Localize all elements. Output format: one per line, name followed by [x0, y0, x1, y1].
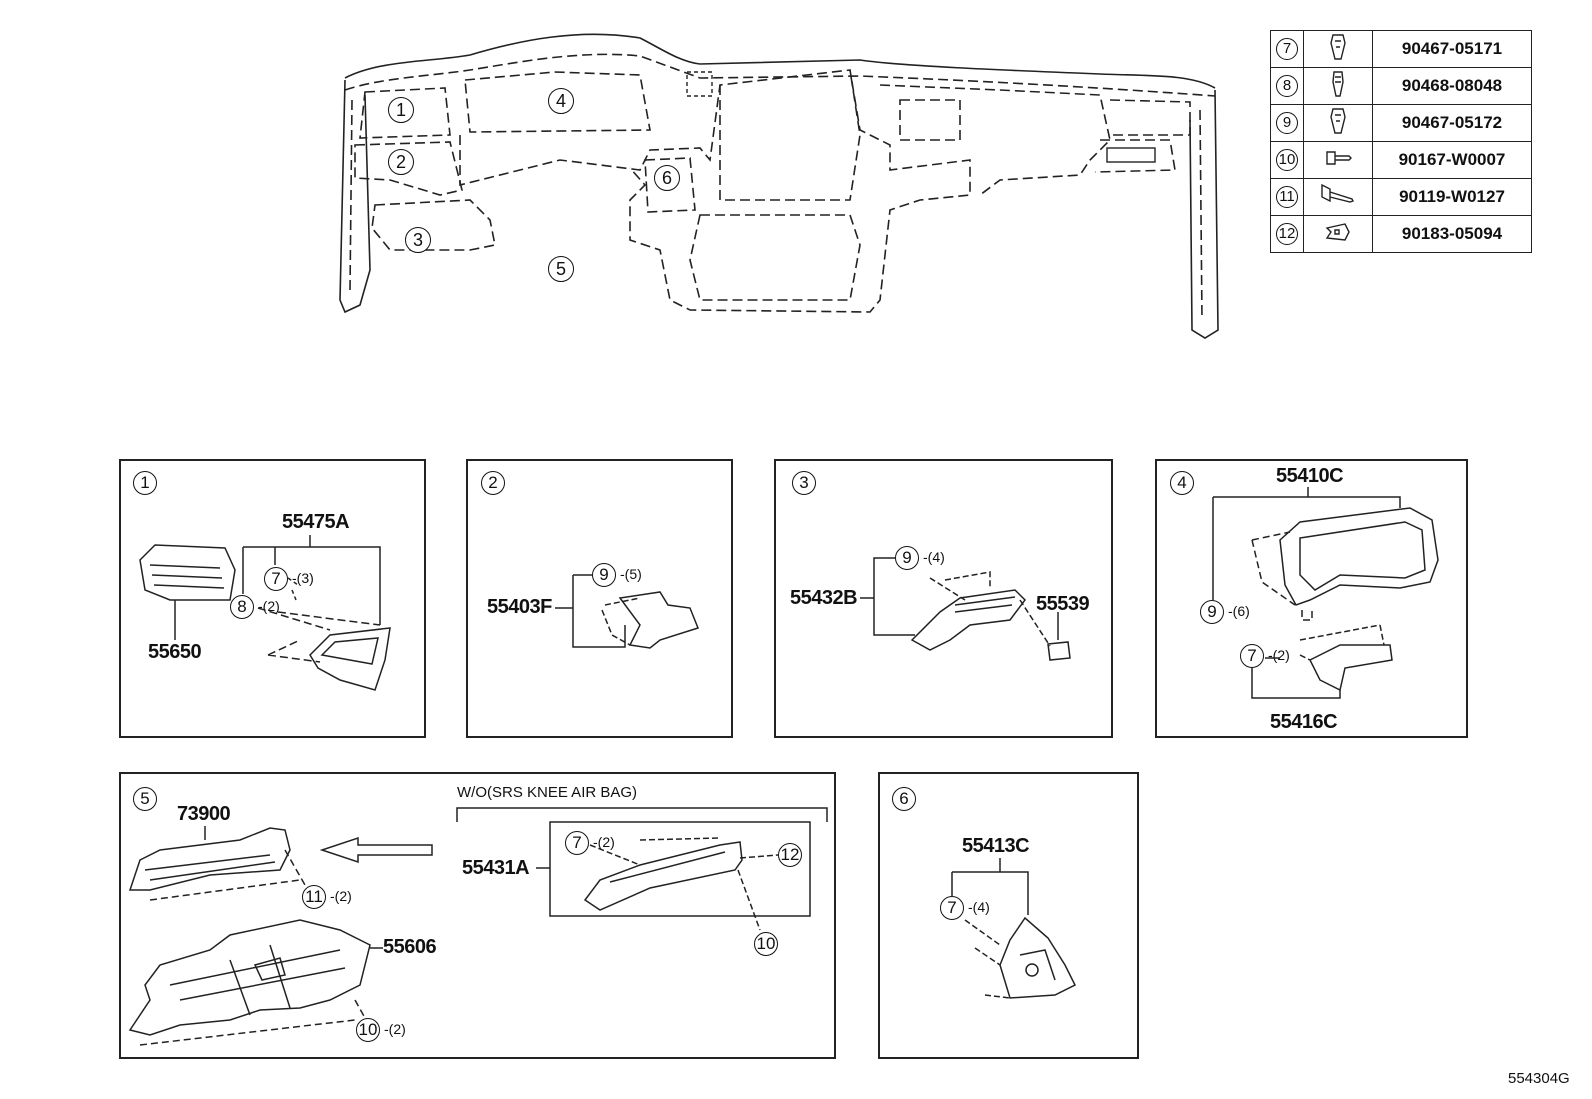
part-number: 90167-W0007: [1372, 141, 1532, 179]
overview-callout-4[interactable]: 4: [548, 88, 574, 114]
ref-callout: 8: [1276, 75, 1298, 97]
detail-panel-2: [466, 459, 733, 738]
ref-callout-12[interactable]: 12: [778, 843, 802, 867]
table-row[interactable]: 10 90167-W0007: [1270, 141, 1532, 179]
part-number: 90468-08048: [1372, 67, 1532, 105]
detail-panel-5: [119, 772, 836, 1059]
quantity: -(2): [330, 888, 352, 904]
panel-number: 3: [792, 471, 816, 495]
ref-callout-10[interactable]: 10: [754, 932, 778, 956]
panel-number: 2: [481, 471, 505, 495]
overview-callout-5[interactable]: 5: [548, 256, 574, 282]
part-label-55650[interactable]: 55650: [148, 641, 202, 663]
fastener-parts-table: 7 90467-05171 8 90468-08048 9 90467-0517…: [1270, 30, 1532, 253]
detail-panel-1: [119, 459, 426, 738]
ref-callout: 12: [1276, 223, 1298, 245]
table-row[interactable]: 12 90183-05094: [1270, 215, 1532, 253]
part-label-73900[interactable]: 73900: [177, 803, 231, 825]
ref-callout-7[interactable]: 7: [565, 831, 589, 855]
ref-callout-9[interactable]: 9: [895, 546, 919, 570]
table-row[interactable]: 9 90467-05172: [1270, 104, 1532, 142]
part-number: 90119-W0127: [1372, 178, 1532, 216]
overview-callout-6[interactable]: 6: [654, 165, 680, 191]
detail-panel-3: [774, 459, 1113, 738]
ref-callout-7[interactable]: 7: [1240, 644, 1264, 668]
panel-number: 4: [1170, 471, 1194, 495]
part-label-55606[interactable]: 55606: [383, 936, 437, 958]
detail-panel-4: [1155, 459, 1468, 738]
quantity: -(6): [1228, 603, 1250, 619]
overview-callout-2[interactable]: 2: [388, 149, 414, 175]
clip-icon: [1303, 67, 1373, 105]
part-label-55539[interactable]: 55539: [1036, 593, 1090, 615]
quantity: -(5): [620, 566, 642, 582]
overview-callout-1[interactable]: 1: [388, 97, 414, 123]
ref-callout-11[interactable]: 11: [302, 885, 326, 909]
diagram-code: 554304G: [1508, 1070, 1570, 1087]
ref-callout-9[interactable]: 9: [1200, 600, 1224, 624]
panel-number: 5: [133, 787, 157, 811]
quantity: -(4): [923, 549, 945, 565]
screw-icon: [1303, 141, 1373, 179]
table-row[interactable]: 7 90467-05171: [1270, 30, 1532, 68]
part-label-55432B[interactable]: 55432B: [790, 587, 858, 609]
ref-callout: 11: [1276, 186, 1298, 208]
ref-callout: 7: [1276, 38, 1298, 60]
part-label-55410C[interactable]: 55410C: [1276, 465, 1344, 487]
part-label-55475A[interactable]: 55475A: [282, 511, 350, 533]
ref-callout-10[interactable]: 10: [356, 1018, 380, 1042]
ref-callout-9[interactable]: 9: [592, 563, 616, 587]
quantity: -(2): [1268, 647, 1290, 663]
panel-number: 1: [133, 471, 157, 495]
part-label-55403F[interactable]: 55403F: [487, 596, 552, 618]
quantity: -(2): [593, 834, 615, 850]
overview-callout-3[interactable]: 3: [405, 227, 431, 253]
ref-callout-7[interactable]: 7: [940, 896, 964, 920]
clip-icon: [1303, 30, 1373, 68]
part-label-55413C[interactable]: 55413C: [962, 835, 1030, 857]
ref-callout: 10: [1276, 149, 1298, 171]
panel-number: 6: [892, 787, 916, 811]
detail-panel-6: [878, 772, 1139, 1059]
part-number: 90183-05094: [1372, 215, 1532, 253]
part-label-55416C[interactable]: 55416C: [1270, 711, 1338, 733]
part-number: 90467-05172: [1372, 104, 1532, 142]
ref-callout: 9: [1276, 112, 1298, 134]
part-label-55431A[interactable]: 55431A: [462, 857, 530, 879]
table-row[interactable]: 11 90119-W0127: [1270, 178, 1532, 216]
ref-callout-7[interactable]: 7: [264, 567, 288, 591]
variant-note: W/O(SRS KNEE AIR BAG): [457, 784, 638, 801]
ref-callout-8[interactable]: 8: [230, 595, 254, 619]
table-row[interactable]: 8 90468-08048: [1270, 67, 1532, 105]
quantity: -(4): [968, 899, 990, 915]
quantity: -(2): [384, 1021, 406, 1037]
quantity: -(3): [292, 570, 314, 586]
